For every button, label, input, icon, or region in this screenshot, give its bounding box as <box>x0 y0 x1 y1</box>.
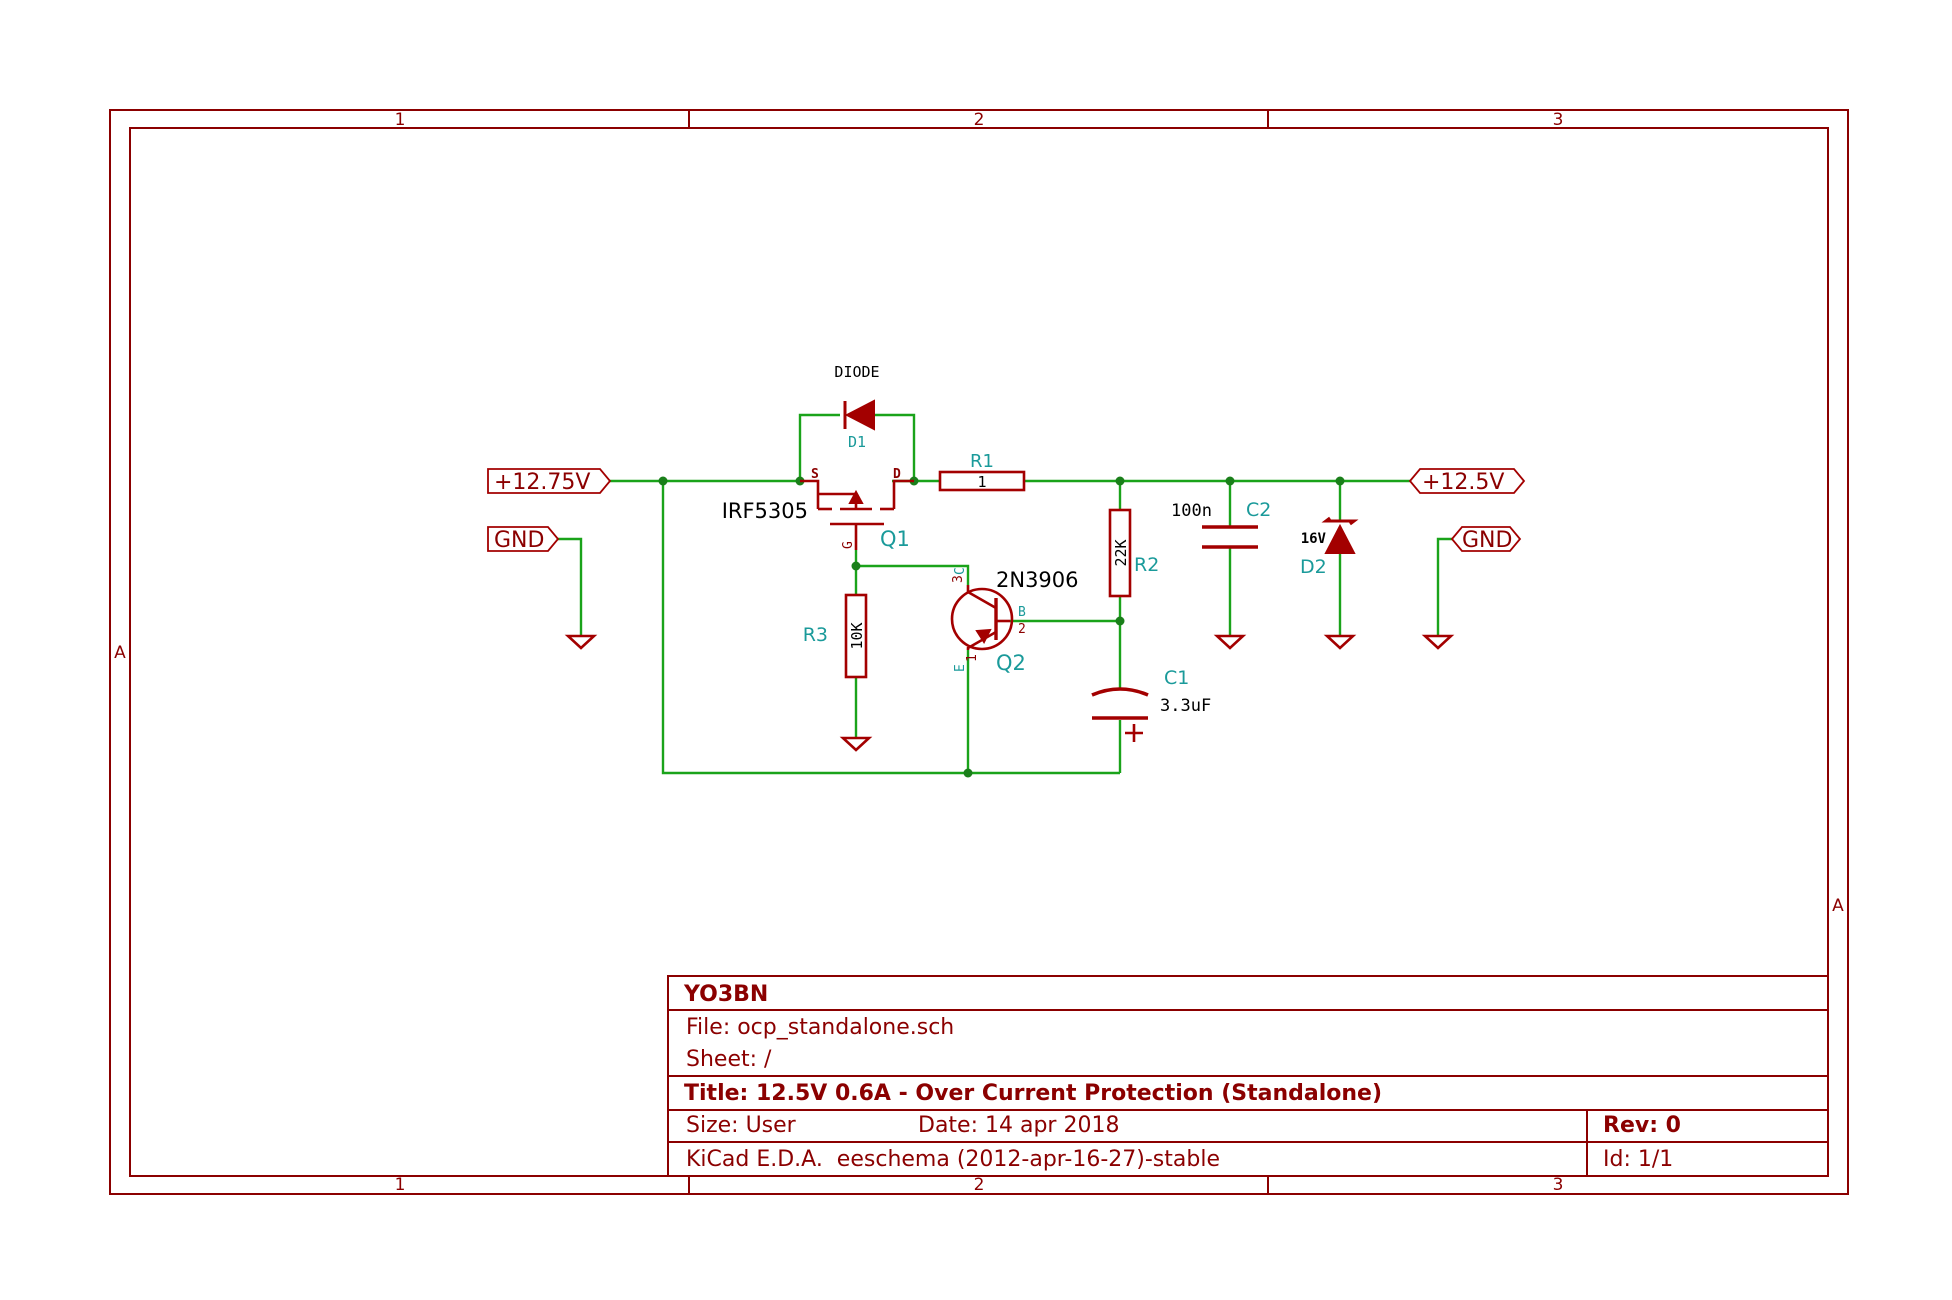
junction-dot <box>851 561 861 571</box>
q1-pin-g: G <box>841 541 856 549</box>
resistor-r3[interactable]: 10K R3 <box>803 593 868 679</box>
tb-tool: KiCad E.D.A. eeschema (2012-apr-16-27)-s… <box>686 1147 1220 1172</box>
r1-value: 1 <box>977 473 986 491</box>
tb-size: Size: User <box>686 1113 797 1138</box>
c1-ref: C1 <box>1164 667 1189 689</box>
c2-value: 100n <box>1171 501 1212 521</box>
r2-value: 22K <box>1112 539 1130 566</box>
d2-value: 16V <box>1301 531 1327 547</box>
tb-file: File: ocp_standalone.sch <box>686 1015 954 1040</box>
frame-col-2-bottom: 2 <box>974 1175 985 1195</box>
ground-icon <box>564 634 598 650</box>
junction-dot <box>963 768 973 778</box>
q2-pin-b-num: 2 <box>1018 622 1026 637</box>
label-gnd-left[interactable]: GND <box>487 526 560 553</box>
junction-dot <box>1335 476 1345 486</box>
junction-dot <box>1225 476 1235 486</box>
r1-ref: R1 <box>970 451 994 472</box>
q1-value: IRF5305 <box>722 499 808 523</box>
frame-col-3-top: 3 <box>1553 110 1564 130</box>
q1-pin-s: S <box>811 467 819 482</box>
ground-icon <box>1421 634 1455 650</box>
capacitor-c2[interactable]: 100n C2 <box>1171 499 1271 549</box>
sheet-frame: 1 2 3 1 2 3 A A <box>109 109 1849 1195</box>
q2-pin-b: B <box>1018 605 1026 620</box>
zener-d2[interactable]: 16V D2 <box>1300 516 1359 578</box>
q2-value: 2N3906 <box>996 568 1079 592</box>
label-vout[interactable]: +12.5V <box>1408 468 1526 495</box>
label-gnd-right[interactable]: GND <box>1450 526 1522 553</box>
junctions <box>658 476 1345 778</box>
ground-icon <box>839 736 873 752</box>
mosfet-q1[interactable]: S D G IRF5305 Q1 <box>722 467 914 551</box>
junction-dot <box>1115 476 1125 486</box>
diode-d1[interactable]: DIODE D1 <box>834 363 879 451</box>
q2-pin-c: C <box>953 567 968 575</box>
tb-id: Id: 1/1 <box>1603 1147 1673 1172</box>
r3-value: 10K <box>848 622 866 649</box>
wires <box>558 413 1452 775</box>
q2-pin-c-num: 3 <box>951 575 966 583</box>
resistor-r2[interactable]: 22K R2 <box>1108 508 1159 598</box>
q1-ref: Q1 <box>880 527 910 551</box>
r3-ref: R3 <box>803 624 828 646</box>
frame-col-2-top: 2 <box>974 110 985 130</box>
frame-row-a-right: A <box>1832 896 1844 916</box>
d1-ref: D1 <box>848 433 866 451</box>
frame-col-1-bottom: 1 <box>395 1175 406 1195</box>
frame-col-3-bottom: 3 <box>1553 1175 1564 1195</box>
label-vout-text: +12.5V <box>1422 470 1504 495</box>
ground-symbols <box>564 634 1455 752</box>
tb-title: Title: 12.5V 0.6A - Over Current Protect… <box>684 1081 1382 1106</box>
label-gnd-left-text: GND <box>494 528 544 553</box>
r2-ref: R2 <box>1134 554 1159 576</box>
tb-rev: Rev: 0 <box>1603 1113 1681 1138</box>
label-gnd-right-text: GND <box>1462 528 1512 553</box>
ground-icon <box>1213 634 1247 650</box>
frame-row-a-left: A <box>114 643 126 663</box>
label-vin-text: +12.75V <box>494 470 590 495</box>
ground-icon <box>1323 634 1357 650</box>
resistor-r1[interactable]: 1 R1 <box>938 451 1026 492</box>
c1-value: 3.3uF <box>1160 696 1211 716</box>
junction-dot <box>1115 616 1125 626</box>
diode-d1-body <box>844 399 875 431</box>
junction-dot <box>658 476 668 486</box>
label-vin[interactable]: +12.75V <box>487 468 612 495</box>
q2-pin-e: E <box>953 664 968 672</box>
c2-ref: C2 <box>1246 499 1271 521</box>
frame-col-1-top: 1 <box>395 110 406 130</box>
tb-date: Date: 14 apr 2018 <box>918 1113 1119 1138</box>
tb-company: YO3BN <box>683 982 768 1007</box>
capacitor-c1[interactable]: C1 3.3uF <box>1091 667 1211 742</box>
d1-value: DIODE <box>834 363 879 381</box>
transistor-q2[interactable]: 3 C B 2 E 1 2N3906 Q2 <box>950 567 1079 675</box>
q2-ref: Q2 <box>996 651 1026 675</box>
q1-pin-d: D <box>893 467 901 482</box>
d2-ref: D2 <box>1300 556 1327 578</box>
q2-pin-e-num: 1 <box>965 654 980 662</box>
title-block: YO3BN File: ocp_standalone.sch Sheet: / … <box>667 975 1829 1177</box>
tb-sheet: Sheet: / <box>686 1047 772 1072</box>
